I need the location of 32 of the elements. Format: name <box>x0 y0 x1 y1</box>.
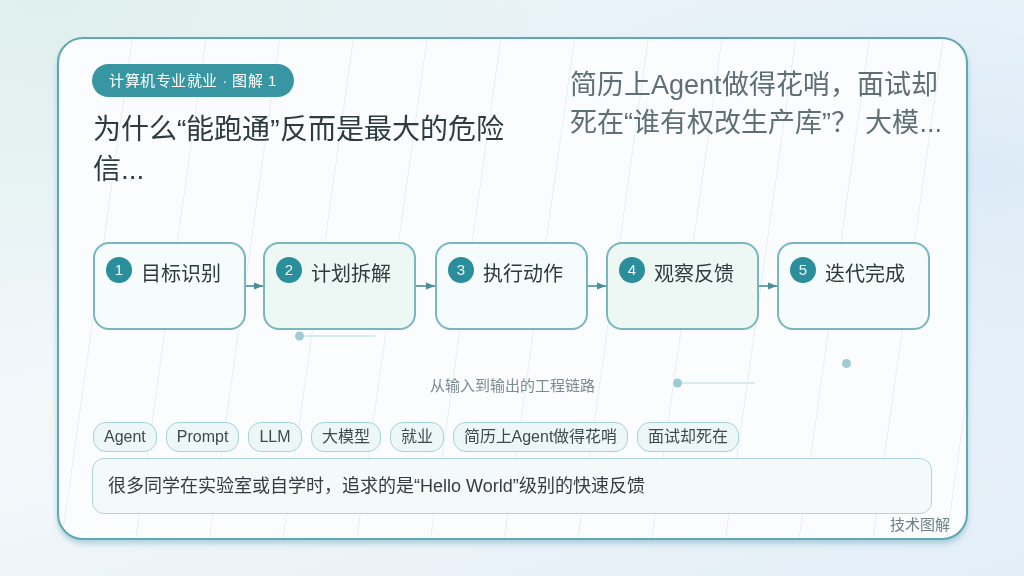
title: 为什么“能跑通”反而是最大的危险信... <box>93 113 505 187</box>
step-number: 4 <box>619 257 645 283</box>
step-number: 5 <box>790 257 816 283</box>
arrow <box>587 282 607 290</box>
step-box <box>606 242 759 330</box>
step-box <box>777 242 930 330</box>
arrow <box>245 282 264 290</box>
arrow <box>758 282 778 290</box>
keyword-tag: Agent <box>93 422 157 452</box>
keyword-tag: LLM <box>248 422 302 452</box>
step-label: 目标识别 <box>141 262 221 287</box>
keyword-tag: Prompt <box>165 422 240 452</box>
keyword-tag: 简历上Agent做得花哨 <box>452 422 629 452</box>
footer-credit: 技术图解 <box>890 516 950 534</box>
step-label: 观察反馈 <box>654 262 734 287</box>
note-box: 很多同学在实验室或自学时，追求的是“Hello World”级别的快速反馈 <box>92 458 932 514</box>
overlay-heading: 简历上Agent做得花哨，面试却死在“谁有权改生产库”？ 大模... <box>570 69 943 140</box>
topic-badge: 计算机专业就业 · 图解 1 <box>92 64 294 97</box>
keyword-tag: 大模型 <box>310 422 381 452</box>
arrow <box>415 282 436 290</box>
step-box <box>435 242 588 330</box>
flow-caption: 从输入到输出的工程链路 <box>429 376 595 396</box>
step-number: 1 <box>106 257 132 283</box>
step-label: 迭代完成 <box>825 262 905 287</box>
step-label: 计划拆解 <box>311 262 391 287</box>
keyword-tag: 就业 <box>389 422 444 452</box>
keyword-tag: 面试却死在 <box>637 422 740 452</box>
step-box <box>93 242 246 330</box>
step-label: 执行动作 <box>483 262 563 287</box>
step-number: 2 <box>276 257 302 283</box>
step-number: 3 <box>448 257 474 283</box>
step-box <box>263 242 416 330</box>
